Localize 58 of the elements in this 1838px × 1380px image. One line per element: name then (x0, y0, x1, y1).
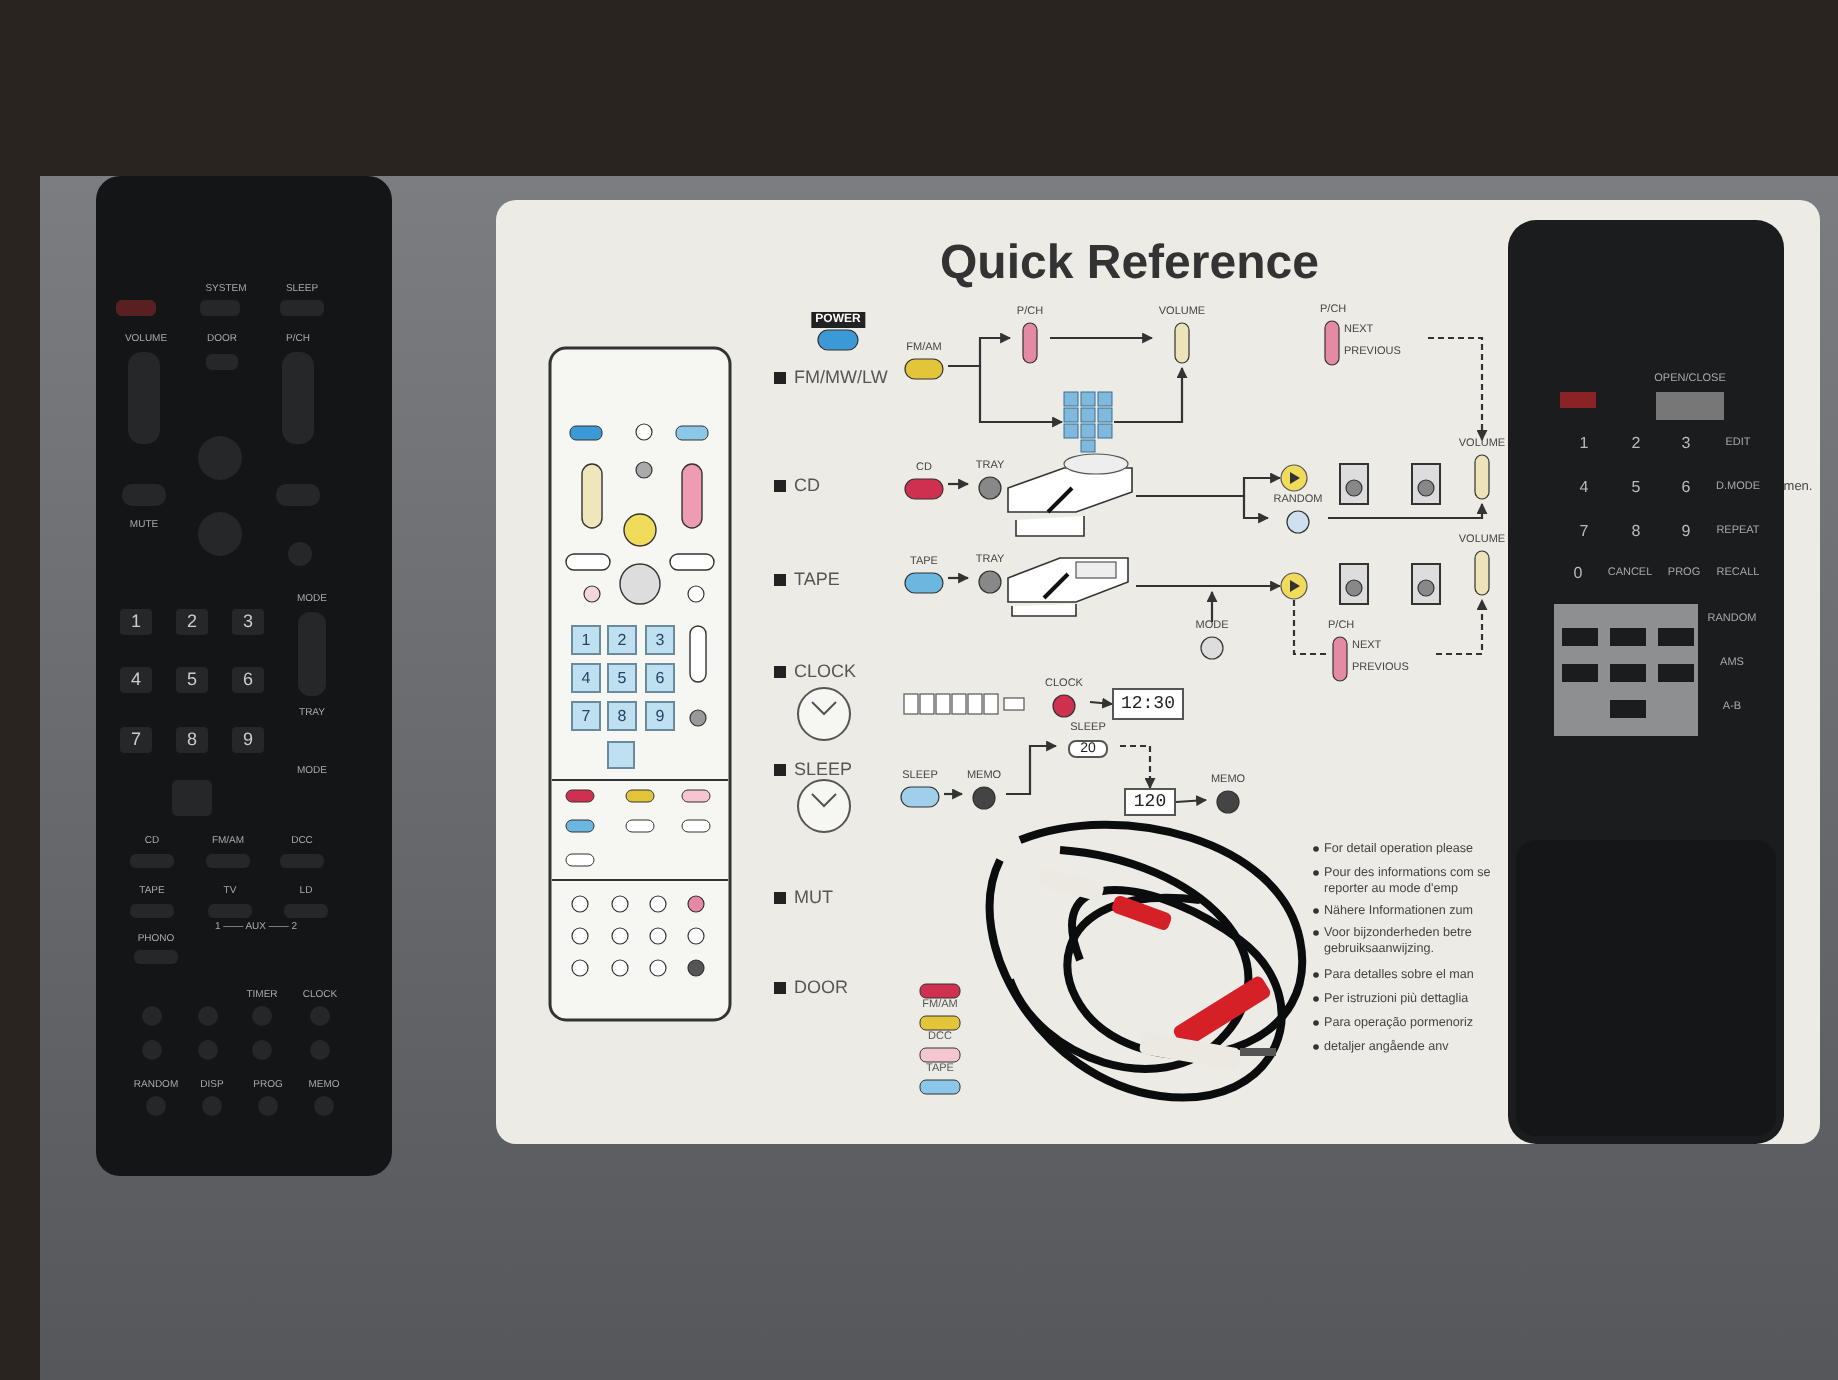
arrow (948, 572, 970, 584)
arrow (1292, 600, 1328, 656)
arrow (1136, 494, 1270, 524)
number-key: 9 (645, 701, 675, 731)
number-key: 4 (120, 667, 152, 693)
arrow (1175, 795, 1208, 807)
arrow (1136, 580, 1282, 592)
keypad-drawing (1062, 390, 1114, 454)
number-key: 7 (571, 701, 601, 731)
number-key: 1 (120, 609, 152, 635)
section-heading: DOOR (794, 979, 848, 997)
number-key: 8 (607, 701, 637, 731)
section-heading: SLEEP (794, 761, 853, 779)
number-key: 3 (232, 609, 264, 635)
arrow (1206, 590, 1218, 622)
button-label: 8 (1631, 524, 1641, 540)
button-label: 0 (1573, 566, 1583, 582)
button-label: 9 (1681, 524, 1691, 540)
play-button-symbol (1280, 572, 1308, 600)
number-key: 2 (607, 625, 637, 655)
number-key: 1 (571, 625, 601, 655)
number-key: 8 (176, 727, 208, 753)
display-readout: 120 (1124, 788, 1176, 816)
button-label: 4 (1579, 480, 1589, 496)
arrow (944, 788, 964, 800)
title: Quick Reference (940, 236, 1319, 292)
number-key: 3 (645, 625, 675, 655)
number-key: 2 (176, 609, 208, 635)
button-label: 2 (1631, 436, 1641, 452)
arrow (1006, 740, 1058, 796)
arrow (1428, 336, 1488, 442)
number-key: 5 (607, 663, 637, 693)
arrow (1114, 366, 1188, 424)
arrow (1436, 598, 1488, 656)
section-heading: TAPE (794, 571, 840, 589)
number-key: 4 (571, 663, 601, 693)
section-heading: FM/MW/LW (794, 369, 888, 387)
arrow (1328, 502, 1488, 520)
play-button-symbol (1280, 464, 1308, 492)
section-heading: CLOCK (794, 663, 857, 681)
arrow (1050, 332, 1154, 344)
section-heading: MUT (794, 889, 833, 907)
button-label: 7 (1579, 524, 1589, 540)
number-key: 6 (645, 663, 675, 693)
button-label: 1 (1579, 436, 1589, 452)
section-heading: CD (794, 477, 820, 495)
number-key: 7 (120, 727, 152, 753)
number-key: 6 (232, 667, 264, 693)
button-label: 6 (1681, 480, 1691, 496)
arrow (1120, 744, 1156, 790)
arrow (948, 478, 970, 490)
number-key: 5 (176, 667, 208, 693)
button-label: 3 (1681, 436, 1691, 452)
button-label: 5 (1631, 480, 1641, 496)
arrow (1089, 697, 1114, 709)
disc-tray-drawing (1004, 452, 1136, 540)
number-key: 9 (232, 727, 264, 753)
display-readout: 12:30 (1112, 688, 1184, 720)
